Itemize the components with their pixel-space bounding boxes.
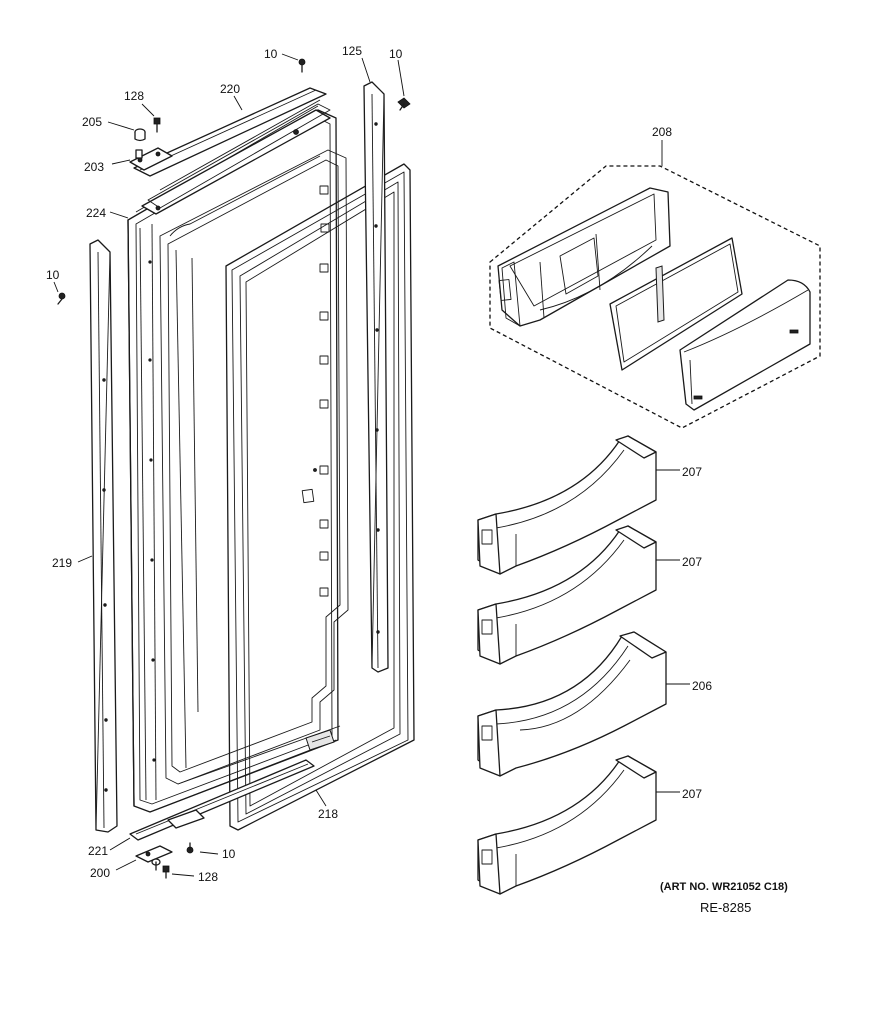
bushing-205[interactable] xyxy=(134,128,146,142)
callout-screw-bottom: 10 xyxy=(222,847,236,861)
callout-hinge-203: 203 xyxy=(84,160,104,174)
callout-bin-207-1: 207 xyxy=(682,465,702,479)
callout-hinge-200: 200 xyxy=(90,866,110,880)
callout-screw-top-left: 10 xyxy=(264,47,278,61)
door-bin-206[interactable] xyxy=(477,631,667,777)
screw-10-top-left[interactable] xyxy=(298,58,306,73)
callout-trim-219: 219 xyxy=(52,556,72,570)
art-number: (ART NO. WR21052 C18) xyxy=(660,881,788,893)
door-bin-207-1[interactable] xyxy=(477,435,657,575)
screw-128-bottom[interactable] xyxy=(162,865,170,879)
door-gasket-218[interactable] xyxy=(225,163,415,831)
top-bracket-220[interactable] xyxy=(133,87,331,215)
door-assembly-224[interactable] xyxy=(127,105,349,813)
bottom-bracket-221[interactable] xyxy=(129,759,315,841)
callout-screw-top-right: 10 xyxy=(389,47,403,61)
trim-strip-219[interactable] xyxy=(89,239,118,833)
bin-assembly-208[interactable] xyxy=(489,165,821,429)
callout-bracket-221: 221 xyxy=(88,844,108,858)
reference-number: RE-8285 xyxy=(700,900,751,915)
bottom-hinge-200[interactable] xyxy=(135,845,173,871)
screw-128-top[interactable] xyxy=(153,117,161,133)
callout-bin-206: 206 xyxy=(692,679,712,693)
callout-gasket-218: 218 xyxy=(318,807,338,821)
callout-strip-125: 125 xyxy=(342,44,362,58)
screw-10-bottom[interactable] xyxy=(186,842,194,854)
screw-10-top-right[interactable] xyxy=(397,97,411,111)
leader-lines xyxy=(53,53,690,877)
callout-bin-207-3: 207 xyxy=(682,787,702,801)
callout-bin-207-2: 207 xyxy=(682,555,702,569)
callout-bin-208: 208 xyxy=(652,125,672,139)
top-hinge-203[interactable] xyxy=(129,147,173,171)
callout-screw-left: 10 xyxy=(46,268,60,282)
callout-screw-128-bottom: 128 xyxy=(198,870,218,884)
screw-10-left[interactable] xyxy=(57,292,66,305)
door-bin-207-2[interactable] xyxy=(477,525,657,665)
callout-screw-128-top: 128 xyxy=(124,89,144,103)
callout-bushing-205: 205 xyxy=(82,115,102,129)
trim-strip-125[interactable] xyxy=(363,81,389,673)
callout-door-224: 224 xyxy=(86,206,106,220)
callout-bracket-220: 220 xyxy=(220,82,240,96)
door-bin-207-3[interactable] xyxy=(477,755,657,895)
